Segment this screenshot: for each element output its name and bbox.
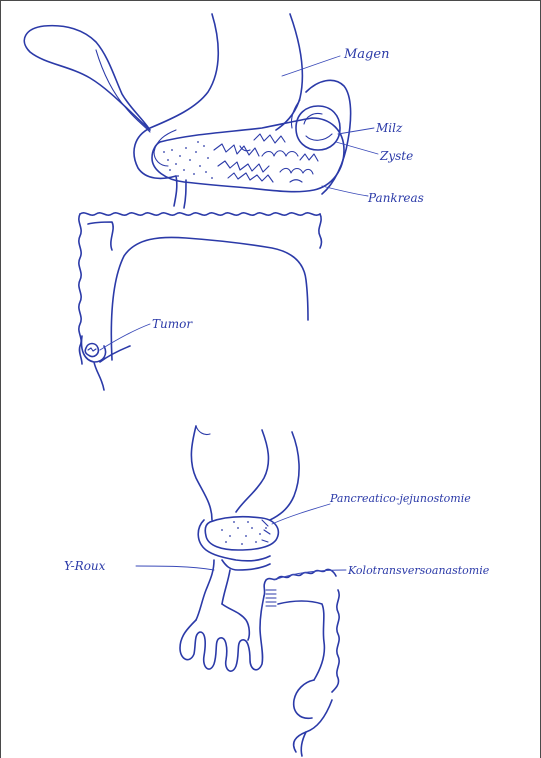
colon-upper-edge <box>80 213 320 215</box>
leader-pankreas <box>322 186 368 196</box>
stomach-remnant-left <box>191 426 212 520</box>
cyst-outline <box>296 106 340 150</box>
stomach-remnant-outer <box>270 432 299 520</box>
colo-anastomosis-stitches <box>266 590 276 606</box>
label-kolo: Kolotransversoanastomie <box>347 564 490 577</box>
leader-milz <box>338 128 374 134</box>
label-milz: Milz <box>375 121 403 135</box>
top-figure <box>24 14 378 390</box>
tumor-scribble <box>88 348 96 351</box>
stomach-remnant-right <box>236 430 268 512</box>
colon-descending-end <box>301 732 306 756</box>
stomach-inner-curve <box>154 130 176 166</box>
small-bowel-loops <box>180 596 264 671</box>
duodenal-loop <box>198 520 270 561</box>
colon-lower-loop <box>294 680 332 752</box>
label-magen: Magen <box>343 47 389 62</box>
pancreas-head-dots <box>163 141 213 179</box>
bottom-figure <box>136 426 346 756</box>
y-roux-limb-right <box>222 570 230 604</box>
stomach-right-wall <box>276 14 302 130</box>
cyst-inner <box>304 113 332 140</box>
leader-zyste <box>336 142 378 154</box>
pancreas-outline <box>152 118 344 192</box>
pancreas-texture <box>214 134 318 182</box>
label-y-roux: Y-Roux <box>64 559 106 573</box>
pancreas-remnant-dots <box>221 521 267 545</box>
leader-tumor <box>100 324 150 350</box>
stomach-left-wall <box>134 14 218 178</box>
colon-limb-inner <box>278 601 324 680</box>
label-pankreas: Pankreas <box>367 191 424 205</box>
colon-right-limb <box>319 214 322 248</box>
colon-left-inner <box>88 222 113 250</box>
leader-magen <box>282 56 340 76</box>
stomach-remnant-hook <box>196 426 210 435</box>
small-bowel-inner <box>222 604 249 640</box>
label-zyste: Zyste <box>379 149 413 163</box>
colon-inner-loop <box>111 237 308 360</box>
label-pankreatico: Pancreatico-jejunostomie <box>329 492 471 505</box>
label-tumor: Tumor <box>152 317 193 331</box>
pancreas-remnant-outline <box>205 517 278 550</box>
colon-limb-right-edge <box>332 590 339 692</box>
leader-y-roux <box>136 566 214 570</box>
anastomosis-stitches <box>262 520 270 542</box>
